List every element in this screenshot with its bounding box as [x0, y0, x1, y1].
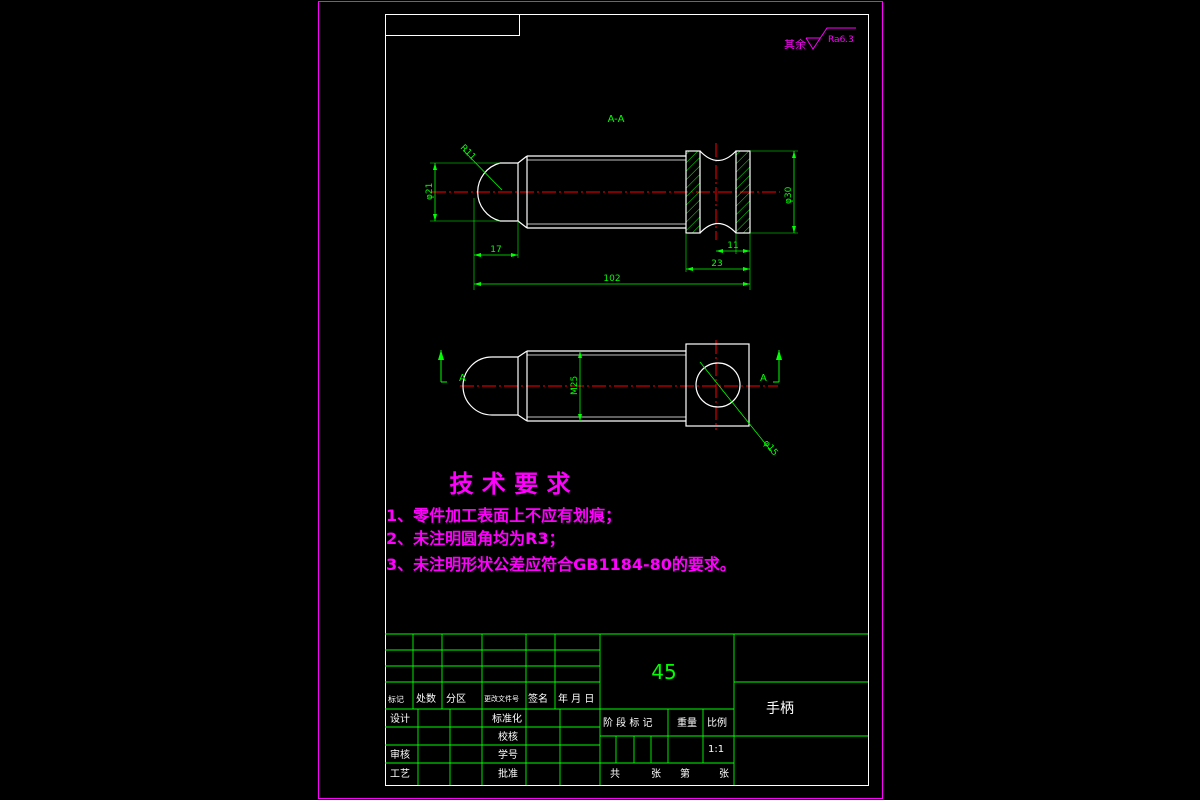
tb-design: 设计: [390, 712, 410, 725]
dim-dia-left: φ21: [425, 183, 435, 200]
tb-rev-mark: 标记: [388, 694, 404, 704]
dim-thread: M25: [570, 376, 580, 395]
dim-len-23: 23: [711, 259, 722, 269]
tb-rev-count: 处数: [416, 692, 436, 705]
tech-req-item-3: 3、未注明形状公差应符合GB1184-80的要求。: [386, 555, 736, 574]
tb-rev-zone: 分区: [446, 693, 466, 705]
tb-review: 校核: [498, 730, 518, 743]
section-label: A-A: [608, 114, 625, 125]
tech-req-title: 技 术 要 求: [449, 470, 570, 498]
dim-len-102: 102: [603, 274, 620, 284]
section-view: R11 φ21 φ30 17 11 23: [425, 143, 798, 290]
title-block-text: 45 手柄 标记 处数 分区 更改文件号 签名 年 月 日 设计 标准化 校核 …: [388, 660, 794, 780]
tb-process: 工艺: [390, 768, 410, 780]
dim-len-11: 11: [727, 241, 738, 251]
sheet-frame: [318, 1, 883, 799]
front-view: M25 φ15 A A: [438, 340, 782, 458]
top-left-box: [385, 14, 520, 36]
tb-weight: 重量: [677, 716, 697, 729]
tb-stage: 阶 段 标 记: [603, 716, 653, 729]
tb-part-name: 手柄: [766, 701, 794, 717]
tech-req-item-2: 2、未注明圆角均为R3；: [386, 529, 565, 548]
tb-standard: 标准化: [492, 712, 522, 725]
title-block: [385, 633, 868, 785]
dim-dia-hole: φ15: [761, 439, 780, 459]
tb-sheet-di: 第: [680, 767, 690, 780]
drawing-border: [385, 14, 869, 786]
tb-check: 审核: [390, 748, 410, 761]
tb-rev-sign: 签名: [528, 692, 548, 705]
dim-dia-right: φ30: [784, 186, 794, 204]
tb-scale: 比例: [707, 716, 727, 729]
dim-radius: R11: [458, 143, 478, 163]
tb-sheet-total: 共: [610, 768, 620, 780]
roughness-value: Ra6.3: [828, 35, 854, 45]
tb-scale-value: 1:1: [708, 744, 724, 755]
roughness-prefix: 其余: [784, 37, 806, 51]
tb-approve: 学号: [498, 748, 518, 761]
cut-label-left: A: [459, 373, 466, 384]
roughness-symbol: 其余 Ra6.3: [784, 27, 856, 51]
tech-req-item-1: 1、零件加工表面上不应有划痕；: [386, 506, 621, 525]
tb-material: 45: [651, 660, 676, 684]
dim-len-17: 17: [490, 245, 501, 255]
tb-rev-date: 年 月 日: [558, 692, 594, 705]
cut-label-right: A: [760, 373, 767, 384]
tb-ratify: 批准: [498, 767, 518, 780]
tb-sheet-zhang1: 张: [651, 768, 661, 780]
tb-sheet-zhang2: 张: [719, 768, 729, 780]
tb-rev-doc: 更改文件号: [484, 694, 519, 703]
